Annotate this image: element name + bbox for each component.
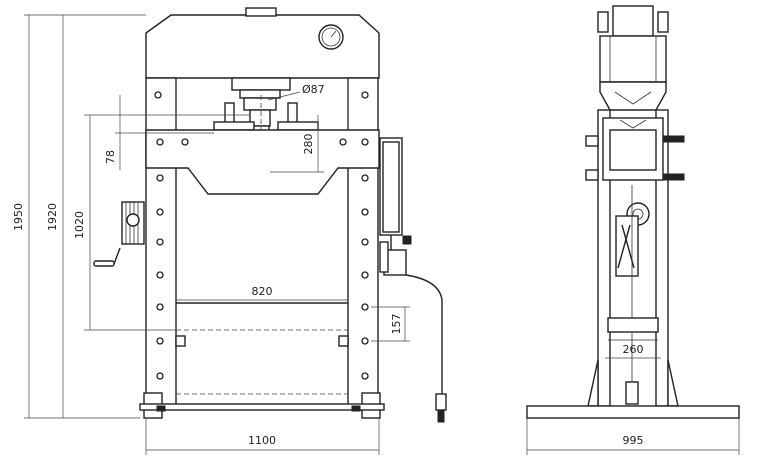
dim-ram-gap: 78 — [104, 95, 214, 170]
dim-overall-height: 1950 — [12, 14, 146, 419]
dim-table-width: 820 — [176, 285, 348, 301]
dim-ram-stroke: 280 — [270, 115, 324, 173]
dim-ram-diameter: Ø87 — [267, 83, 325, 101]
label-78: 78 — [104, 150, 117, 164]
winch-handle — [93, 201, 145, 267]
label-1920: 1920 — [46, 203, 59, 231]
dim-frame-height: 1920 — [46, 15, 64, 418]
dim-working-height: 1020 — [73, 114, 250, 331]
label-157: 157 — [390, 314, 403, 335]
label-1950: 1950 — [12, 203, 25, 231]
label-1020: 1020 — [73, 211, 86, 239]
label-995: 995 — [623, 434, 644, 447]
dim-overall-width: 1100 — [145, 418, 380, 455]
label-820: 820 — [252, 285, 273, 298]
column-holes — [156, 208, 369, 380]
label-d87: Ø87 — [302, 83, 325, 96]
side-base-plate — [526, 405, 740, 419]
front-view: 1950 1920 1020 78 280 Ø87 820 — [12, 7, 447, 455]
label-260: 260 — [623, 343, 644, 356]
dim-hole-pitch: 157 — [371, 306, 410, 342]
top-crown — [145, 7, 380, 79]
dim-column-width: 260 — [605, 343, 661, 359]
side-cylinder — [612, 5, 654, 37]
dim-base-depth: 995 — [526, 418, 740, 455]
bolster-beam — [145, 129, 380, 195]
label-280: 280 — [302, 134, 315, 155]
label-1100: 1100 — [248, 434, 276, 447]
side-view: 260 995 — [526, 5, 740, 455]
hydraulic-pump — [379, 137, 447, 423]
